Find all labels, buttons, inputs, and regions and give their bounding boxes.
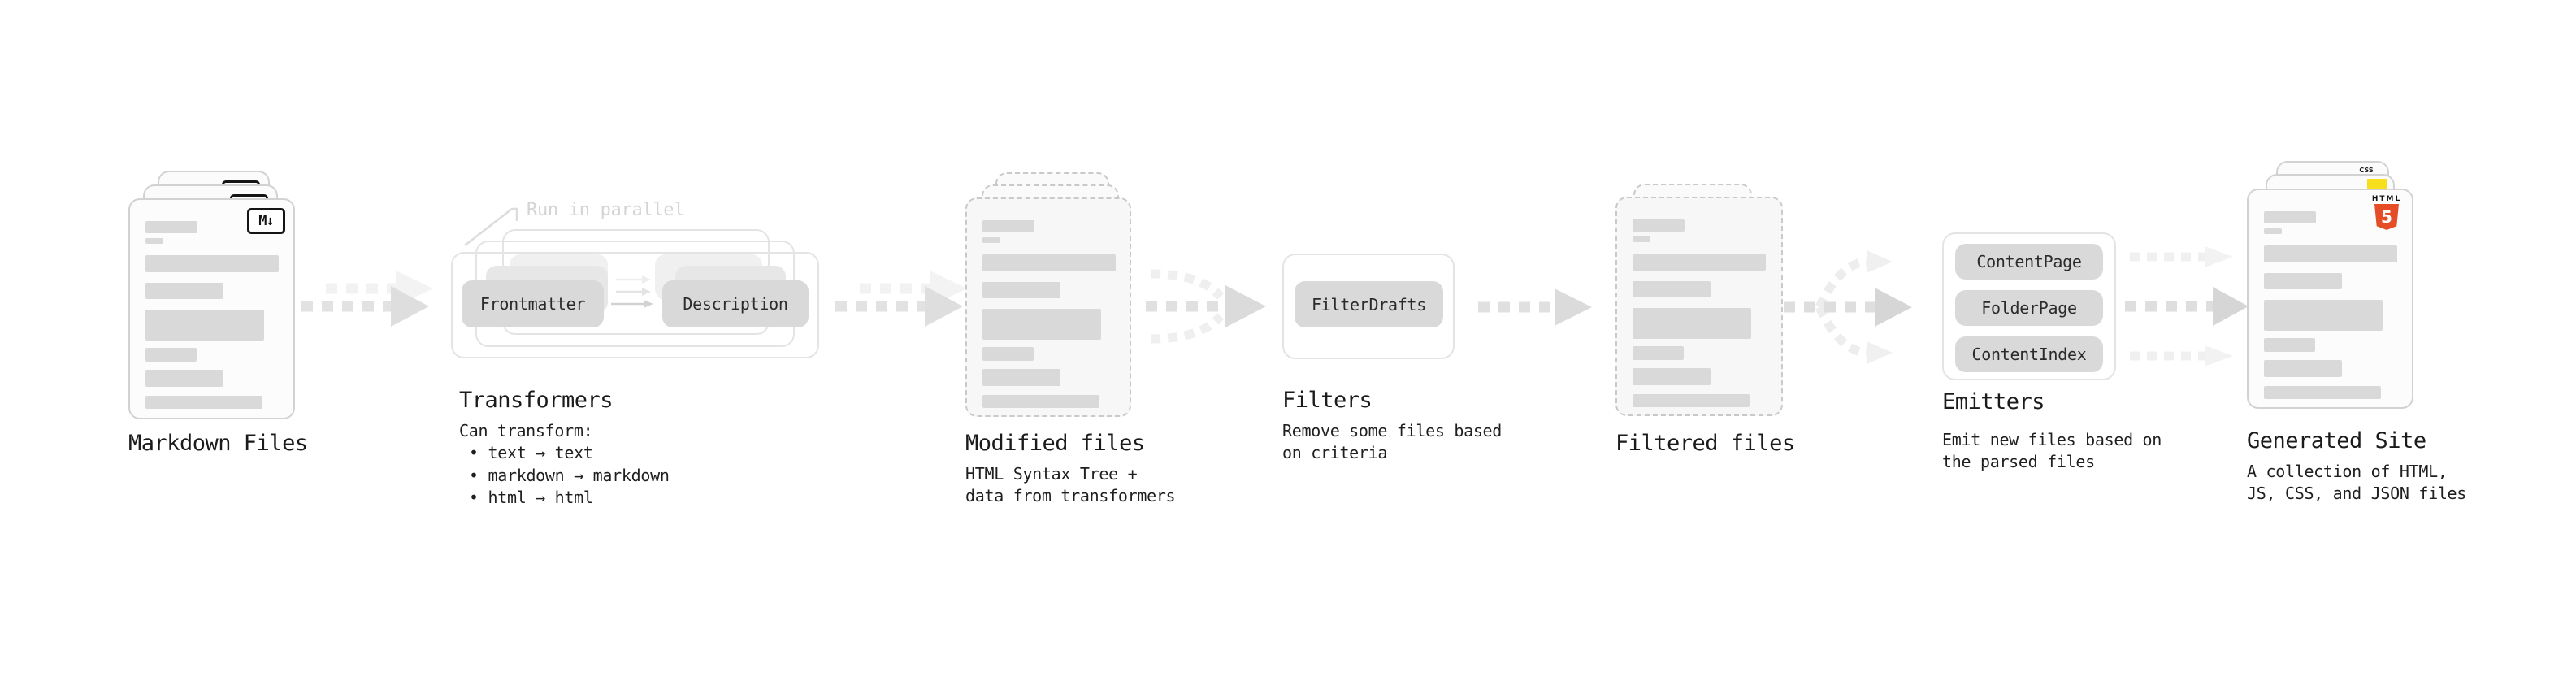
transform-bullet: • markdown → markdown [469, 465, 670, 485]
parallel-arrow-icon [611, 300, 653, 308]
file-card-front: M↓ [128, 198, 295, 419]
flow-arrow-transformers-to-modified [835, 271, 967, 327]
emitter-chip-folderpage: FolderPage [1955, 290, 2103, 326]
html5-icon: HTML 5 [2368, 195, 2405, 230]
transformer-chip-frontmatter: Frontmatter [462, 280, 604, 327]
desc-line: data from transformers [965, 486, 1176, 505]
parallel-arrow-icon [616, 275, 651, 284]
parallel-arrow-icon [616, 288, 651, 296]
desc-line: on criteria [1282, 443, 1388, 462]
emitters-description: Emit new files based on the parsed files [1942, 429, 2162, 473]
filters-frame [1282, 254, 1455, 359]
markdown-icon: M↓ [247, 208, 285, 234]
placeholder-text-bars [1617, 198, 1781, 407]
transform-bullet: • text → text [469, 443, 593, 462]
html5-icon-label: HTML [2371, 195, 2402, 203]
stage-title-emitters: Emitters [1942, 389, 2045, 414]
css-icon-label: CSS [2359, 167, 2374, 174]
modified-file-front [965, 197, 1131, 417]
transformers-description: Can transform: • text → text • markdown … [459, 420, 670, 510]
filtered-file-front [1615, 197, 1783, 416]
desc-line: HTML Syntax Tree + [965, 464, 1138, 484]
flow-arrow-filters-to-filtered [1478, 288, 1592, 326]
modified-files-description: HTML Syntax Tree + data from transformer… [965, 463, 1176, 507]
note-connector-line [464, 207, 518, 246]
stage-title-generated-site: Generated Site [2247, 428, 2426, 453]
flow-arrow-emitters-to-site [2125, 246, 2249, 367]
flow-arrow-modified-to-filters [1146, 269, 1266, 344]
desc-line: A collection of HTML, [2247, 462, 2448, 481]
stage-title-markdown-files: Markdown Files [128, 431, 308, 456]
desc-line: the parsed files [1942, 452, 2095, 471]
transformers-desc-heading: Can transform: [459, 421, 593, 440]
stage-title-filters: Filters [1282, 388, 1373, 413]
transformer-chip-description: Description [662, 280, 809, 327]
desc-line: Emit new files based on [1942, 430, 2162, 449]
transformer-frame-front [451, 252, 819, 358]
placeholder-text-bars [130, 200, 293, 409]
emitters-frame [1942, 232, 2116, 380]
transform-bullet: • html → html [469, 488, 593, 507]
desc-line: Remove some files based [1282, 421, 1503, 440]
html5-icon-number: 5 [2381, 207, 2392, 227]
flow-arrow-markdown-to-transformers [301, 271, 433, 327]
flow-arrow-filtered-to-emitters [1784, 250, 1912, 364]
stage-title-filtered-files: Filtered files [1615, 431, 1795, 456]
run-in-parallel-note: Run in parallel [527, 200, 685, 220]
stage-title-modified-files: Modified files [965, 431, 1145, 456]
emitter-chip-contentpage: ContentPage [1955, 244, 2103, 280]
generated-site-description: A collection of HTML, JS, CSS, and JSON … [2247, 461, 2466, 505]
site-file-front-html: HTML 5 [2247, 189, 2413, 409]
placeholder-text-bars [2249, 190, 2412, 399]
stage-title-transformers: Transformers [459, 388, 614, 413]
placeholder-text-bars [967, 199, 1130, 408]
filters-description: Remove some files based on criteria [1282, 420, 1502, 464]
filter-chip-filterdrafts: FilterDrafts [1295, 281, 1443, 327]
desc-line: JS, CSS, and JSON files [2247, 484, 2467, 503]
emitter-chip-contentindex: ContentIndex [1955, 336, 2103, 372]
